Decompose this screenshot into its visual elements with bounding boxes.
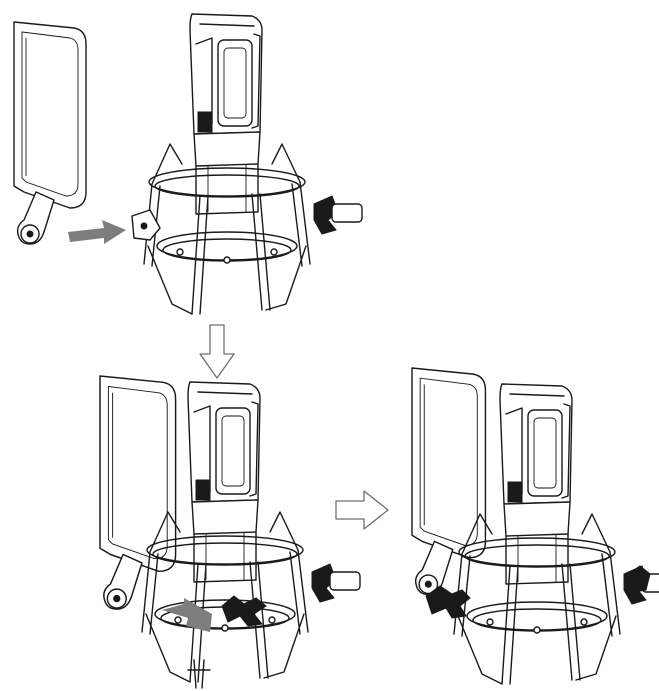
solid-arrow-right <box>68 220 126 244</box>
thumb-screw-mounted <box>425 585 471 619</box>
mic-mount-step1 <box>143 13 363 315</box>
thumb-screw <box>221 595 267 627</box>
mount-knob-step3 <box>625 565 651 593</box>
pop-filter-step1 <box>13 21 87 245</box>
pop-filter-step2 <box>99 375 177 610</box>
outline-arrow-down <box>199 324 235 379</box>
bracket-hole-step1 <box>140 222 148 230</box>
cable <box>187 659 211 689</box>
step-1-group <box>13 13 363 315</box>
step-3-group <box>411 367 659 685</box>
solid-arrow-left <box>162 598 212 632</box>
outline-arrow-right <box>335 490 389 530</box>
step-2-group <box>99 375 361 689</box>
